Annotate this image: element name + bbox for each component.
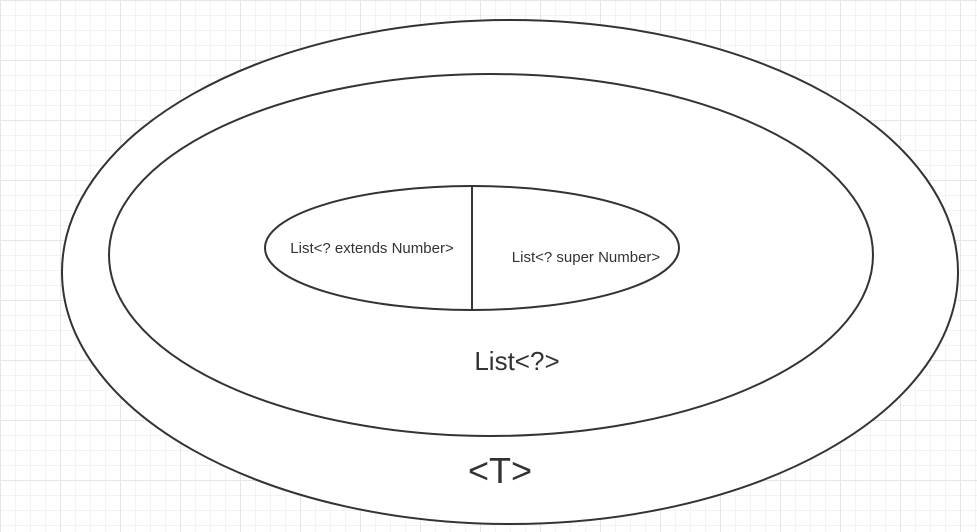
outer-label: <T>	[468, 450, 532, 491]
inner-left-label: List<? extends Number>	[290, 240, 454, 257]
inner-right-label: List<? super Number>	[512, 249, 661, 266]
middle-label: List<?>	[474, 346, 559, 376]
